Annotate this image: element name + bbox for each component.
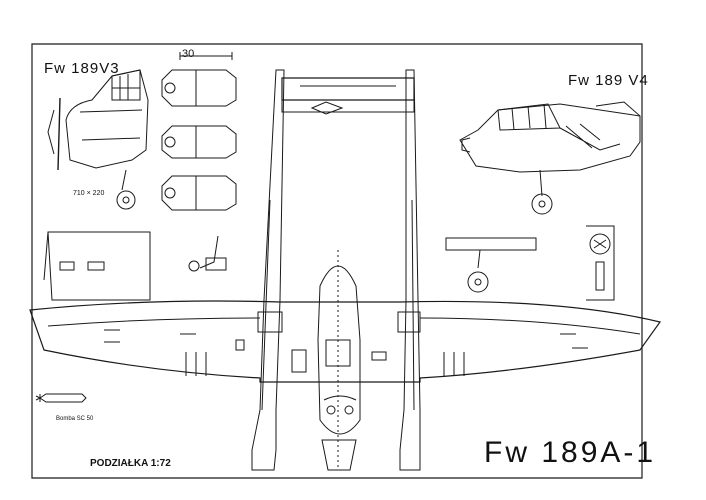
v3-side-view [47,69,149,210]
nacelle-details [161,52,237,211]
dimension-label: 30 [182,48,195,60]
right-boom [397,69,421,471]
main-title: Fw 189A-1 [484,436,657,469]
center-nacelle [317,250,361,471]
bomb-drawing [35,393,87,403]
left-boom [251,69,285,471]
wing-section-right [445,225,615,301]
gear-detail-left [188,235,227,272]
v4-title: Fw 189 V4 [568,72,649,89]
main-wing [29,300,662,383]
tail-plane [281,77,415,115]
bomb-label: Bomba SC 50 [56,416,94,422]
wing-section-left [43,231,151,301]
sheet-border [31,43,643,479]
wheel-size-label: 710 × 220 [73,190,105,197]
scale-label: PODZIAŁKA 1:72 [90,458,171,469]
v3-title: Fw 189V3 [44,60,120,77]
v4-side-view [459,101,641,215]
